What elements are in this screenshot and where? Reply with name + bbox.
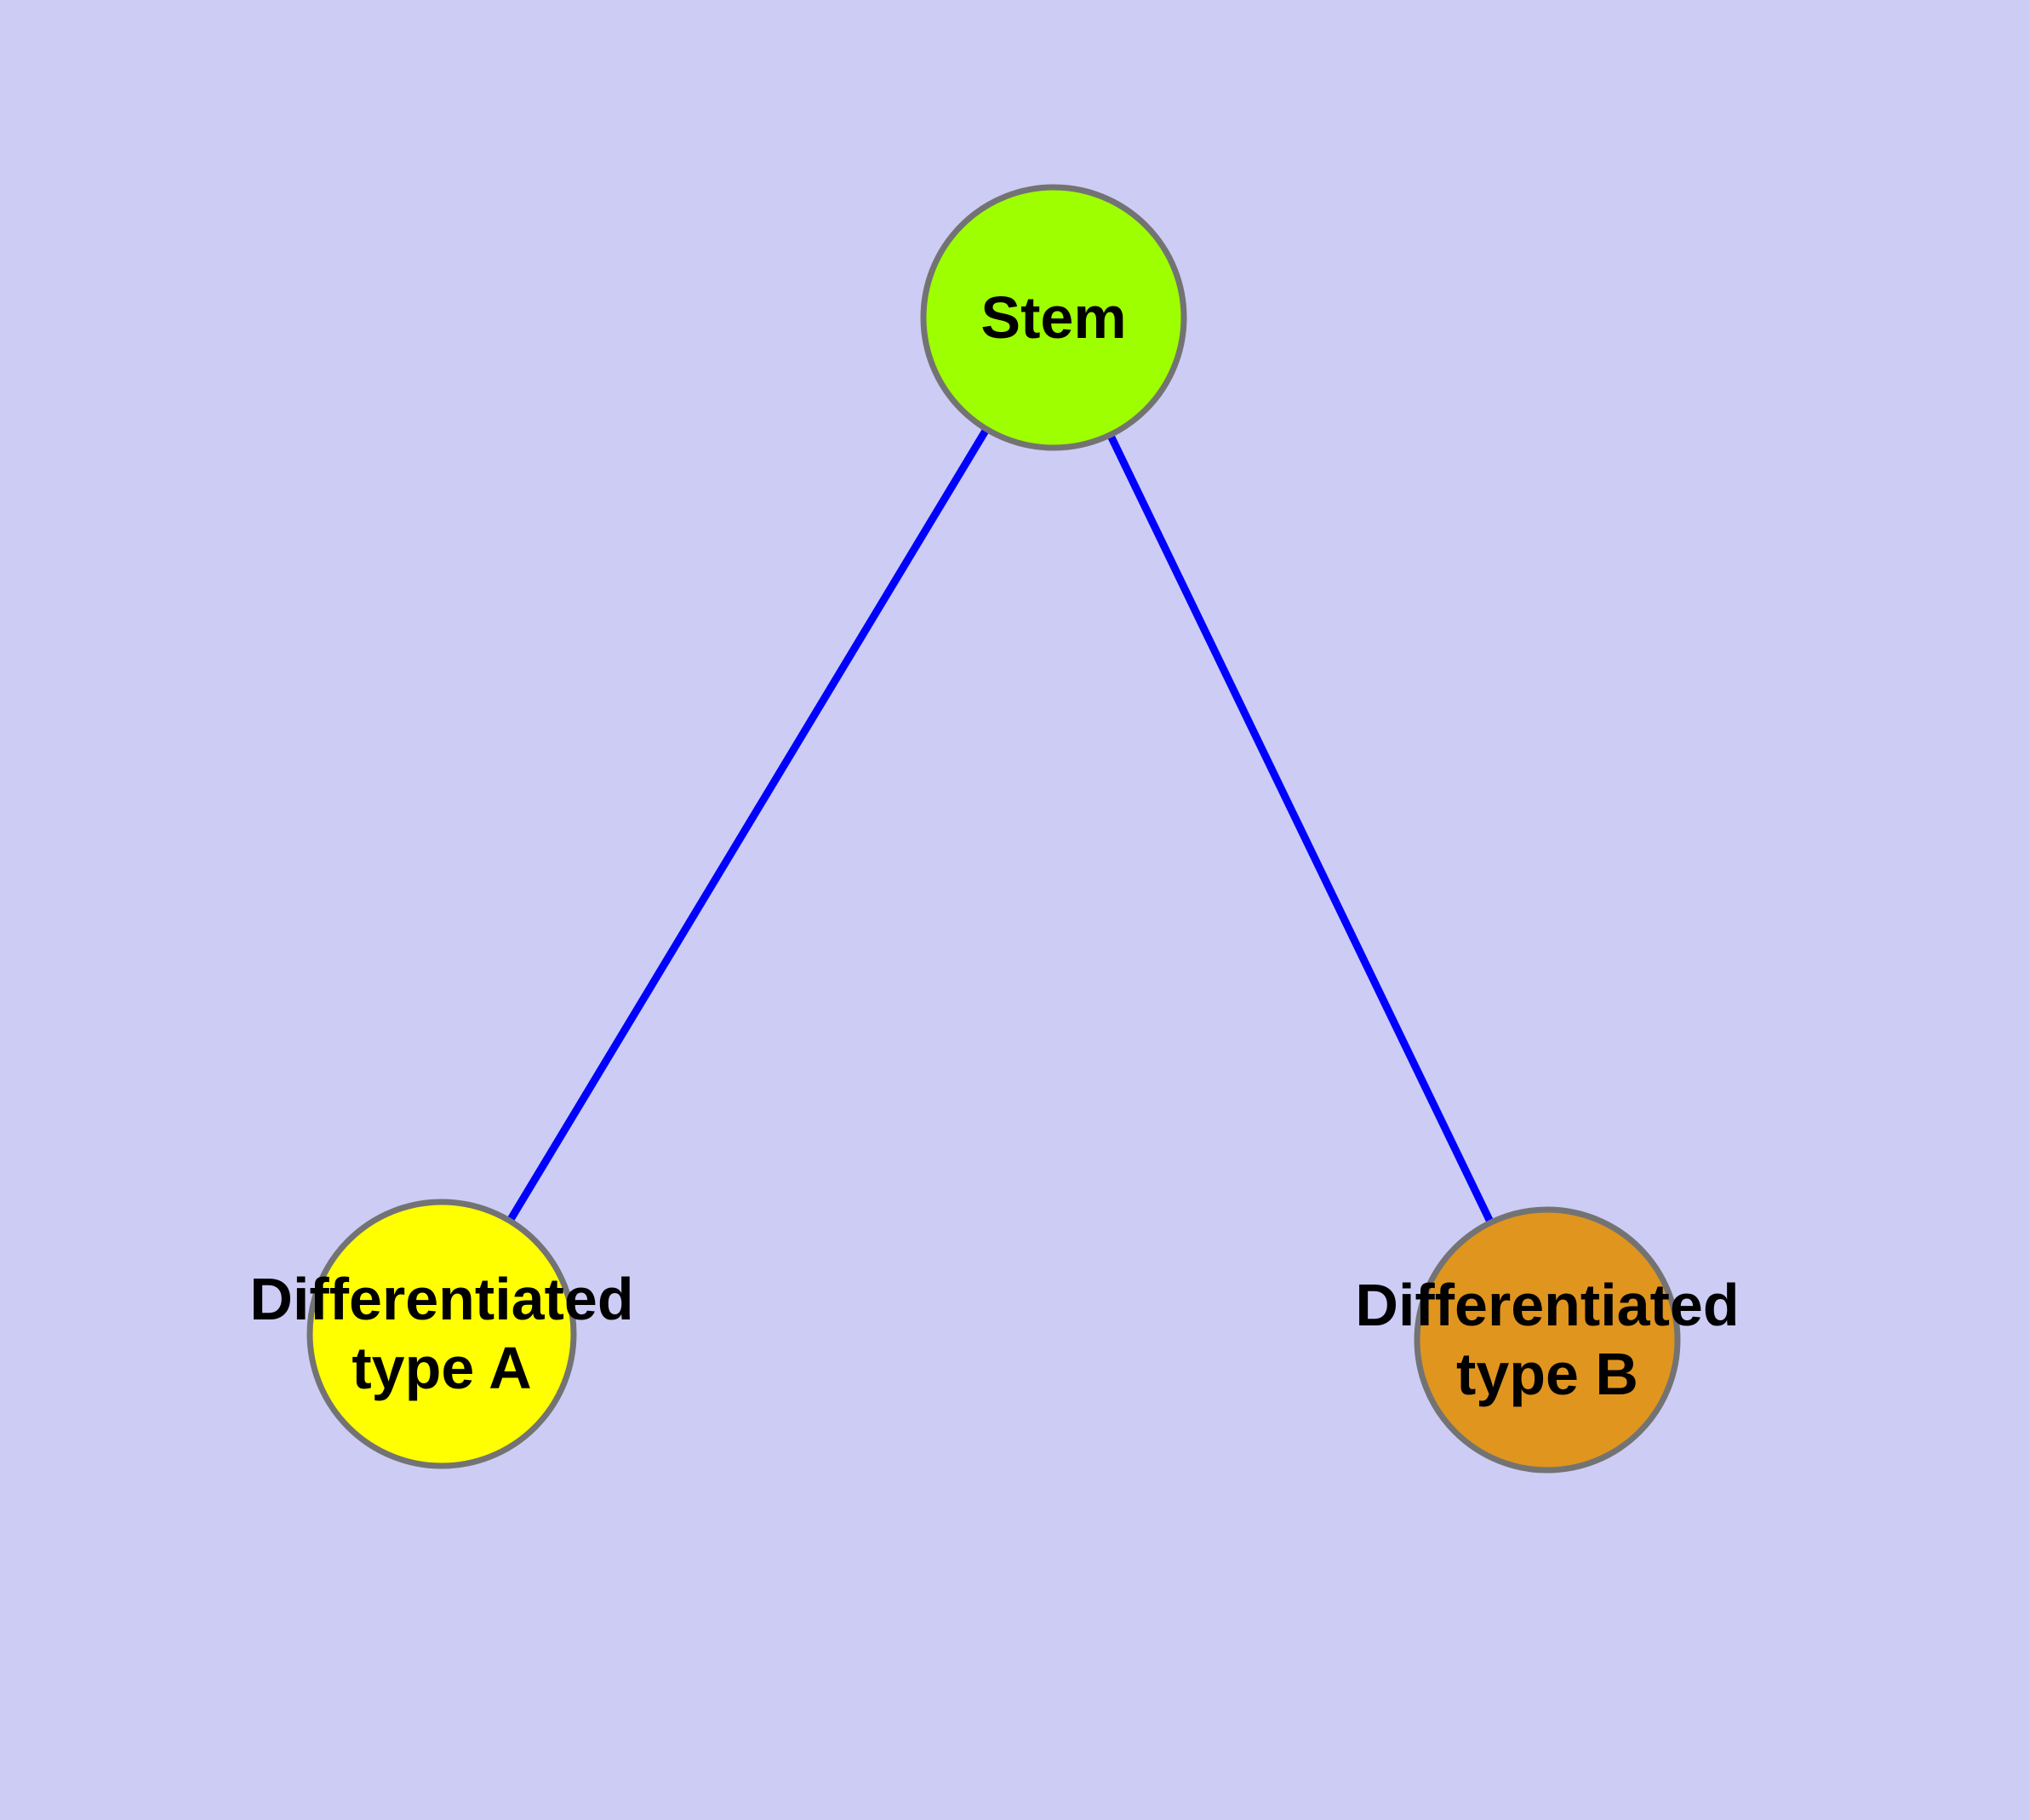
node-stem[interactable]: [920, 184, 1187, 451]
edge-stem-to-differentiated-type-b[interactable]: [1106, 432, 1495, 1225]
node-differentiated-type-a[interactable]: [306, 1199, 577, 1469]
node-layer: [306, 184, 1681, 1474]
edge-layer: [506, 426, 1495, 1225]
edge-stem-to-differentiated-type-a[interactable]: [506, 426, 990, 1223]
node-differentiated-type-b[interactable]: [1414, 1206, 1681, 1474]
